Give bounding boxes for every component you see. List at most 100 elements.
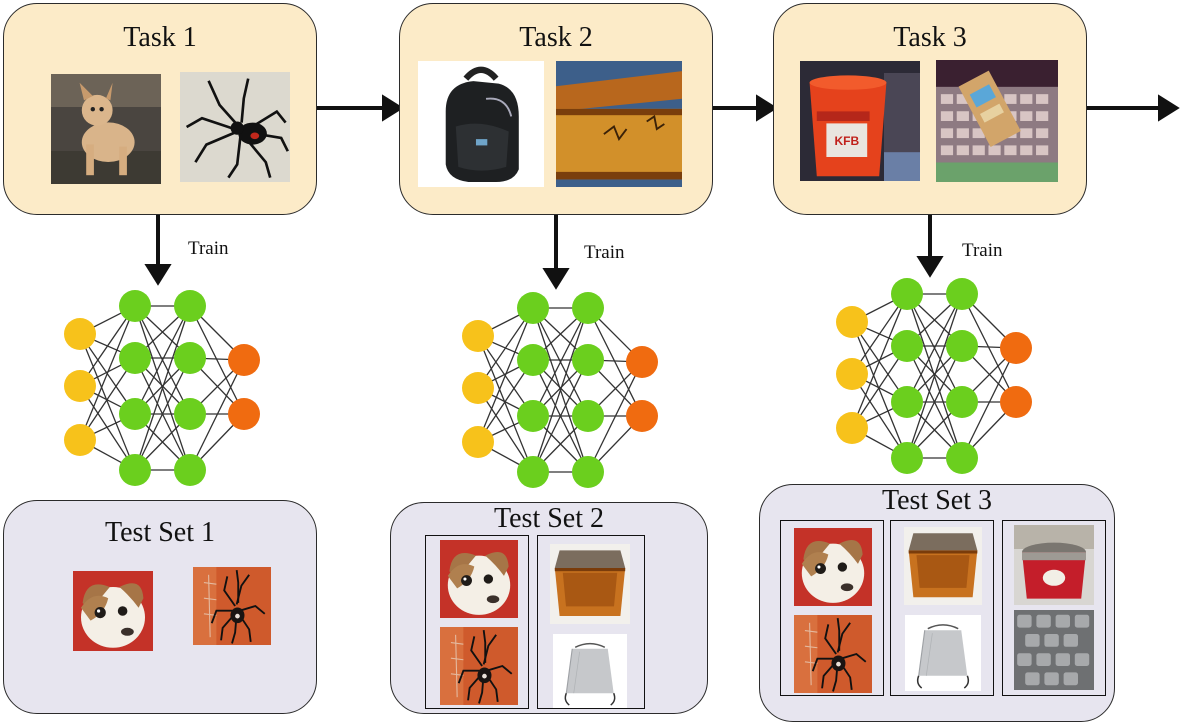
nn-input-node: [64, 370, 96, 402]
nn-input-node: [64, 318, 96, 350]
test-set-box-2: Test Set 2: [390, 502, 708, 714]
nn-input-node: [64, 424, 96, 456]
nn-output-node: [228, 398, 260, 430]
nn-edge: [477, 307, 534, 443]
test-group-new: [537, 535, 645, 709]
nn-hidden-node: [517, 344, 549, 376]
nn-output-node: [228, 344, 260, 376]
task-title: Task 1: [123, 22, 197, 53]
train-label-3: Train: [962, 240, 1003, 261]
nn-input-node: [836, 306, 868, 338]
nn-edge: [79, 385, 136, 471]
nn-edge: [134, 357, 191, 471]
nn-output-node: [1000, 332, 1032, 364]
nn-edge: [532, 307, 589, 473]
nn-output-node: [626, 346, 658, 378]
nn-hidden-node: [174, 342, 206, 374]
nn-edge: [851, 373, 908, 459]
nn-edge: [532, 359, 589, 473]
spider-photo: [439, 627, 519, 705]
nn-edge: [906, 293, 963, 459]
nn-hidden-node: [572, 400, 604, 432]
nn-edge: [189, 305, 245, 415]
nn-output-node: [626, 400, 658, 432]
nn-edge: [851, 321, 908, 459]
keyboard-photo: [1014, 609, 1094, 691]
nn-hidden-node: [572, 292, 604, 324]
nn-hidden-node: [572, 344, 604, 376]
nn-edge: [79, 357, 136, 441]
nn-input-node: [462, 320, 494, 352]
nn-edge: [587, 307, 643, 417]
task-title: Task 3: [893, 22, 967, 53]
chest-photo: [549, 544, 631, 624]
nn-hidden-node: [119, 454, 151, 486]
nn-edge: [587, 361, 643, 473]
test-group-old: [425, 535, 529, 709]
nn-edge: [189, 359, 245, 471]
nn-edge: [79, 305, 136, 387]
neural-network-3: [836, 278, 1032, 474]
task-box-1: Task 1: [3, 3, 317, 215]
nn-input-node: [836, 412, 868, 444]
nn-hidden-node: [946, 442, 978, 474]
nn-hidden-node: [119, 398, 151, 430]
nn-hidden-node: [174, 290, 206, 322]
nn-edge: [532, 307, 589, 417]
nn-input-node: [462, 426, 494, 458]
nn-edge: [906, 293, 963, 403]
task-box-3: Task 3: [773, 3, 1087, 215]
train-label-1: Train: [188, 238, 229, 259]
neural-network-1: [64, 290, 260, 486]
nn-edge: [79, 333, 136, 471]
dog-face-photo: [794, 527, 872, 607]
test-group-task2: [890, 520, 994, 696]
nn-hidden-node: [946, 278, 978, 310]
nn-edge: [477, 387, 534, 473]
nn-hidden-node: [891, 442, 923, 474]
nn-hidden-node: [517, 292, 549, 324]
task-box-2: Task 2: [399, 3, 713, 215]
nn-edge: [134, 305, 191, 415]
nn-input-node: [836, 358, 868, 390]
drawstring-bag-photo: [549, 634, 631, 708]
nn-edge: [961, 347, 1017, 459]
nn-hidden-node: [946, 330, 978, 362]
nn-input-node: [462, 372, 494, 404]
task-title: Task 2: [519, 22, 593, 53]
drawstring-bag-photo: [904, 615, 982, 691]
nn-edge: [477, 359, 534, 443]
nn-edge: [906, 345, 963, 459]
test-set-title: Test Set 1: [104, 517, 216, 548]
train-label-2: Train: [584, 242, 625, 263]
nn-hidden-node: [891, 278, 923, 310]
nn-edge: [961, 293, 1017, 403]
nn-hidden-node: [119, 342, 151, 374]
test-set-title: Test Set 2: [493, 503, 605, 534]
nn-edge: [477, 307, 534, 389]
nn-edge: [851, 345, 908, 429]
nn-edge: [134, 305, 191, 471]
spider-photo: [794, 615, 872, 693]
nn-hidden-node: [174, 454, 206, 486]
test-set-box-3: Test Set 3: [759, 484, 1115, 722]
nn-hidden-node: [891, 330, 923, 362]
nn-hidden-node: [517, 456, 549, 488]
nn-edge: [477, 335, 534, 473]
nn-edge: [851, 293, 908, 375]
test-set-title: Test Set 3: [881, 485, 993, 516]
nn-hidden-node: [174, 398, 206, 430]
neural-network-2: [462, 292, 658, 488]
test-group-task1: [780, 520, 884, 696]
dog-face-photo: [72, 571, 154, 651]
nn-output-node: [1000, 386, 1032, 418]
nn-hidden-node: [517, 400, 549, 432]
nn-hidden-node: [946, 386, 978, 418]
dog-face-photo: [439, 540, 519, 618]
chest-photo: [904, 527, 982, 605]
nn-hidden-node: [572, 456, 604, 488]
bucket-photo: [1014, 525, 1094, 605]
nn-hidden-node: [891, 386, 923, 418]
